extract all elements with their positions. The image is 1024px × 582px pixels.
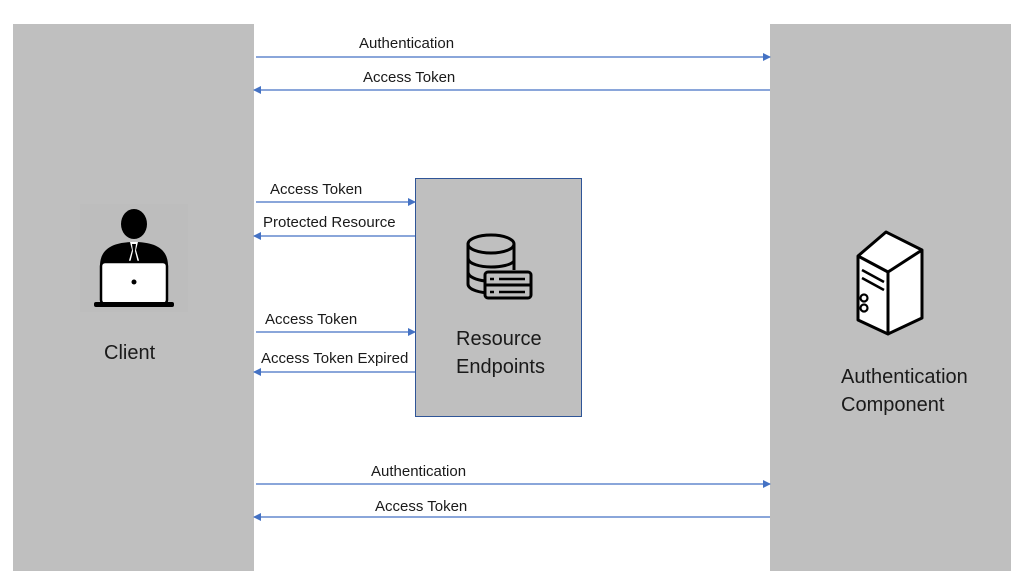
server-tower-icon [856,230,924,336]
arrow-label-bottom-response: Access Token [375,498,468,515]
resource-endpoints-label-line2: Endpoints [456,356,545,378]
arrow-label-resource-request-1: Access Token [270,181,363,198]
resource-endpoints-label: Resource Endpoints [456,325,545,381]
arrow-label-resource-response-1: Protected Resource [263,214,396,231]
resource-endpoints-box [415,178,582,417]
authentication-component-label-line2: Component [841,394,945,416]
arrow-label-bottom-request: Authentication [371,463,467,480]
arrow-label-top-response: Access Token [363,69,456,86]
arrow-label-resource-response-2: Access Token Expired [261,350,409,367]
resource-endpoints-label-line1: Resource [456,328,542,350]
arrow-label-resource-request-2: Access Token [265,311,358,328]
client-label: Client [104,342,156,364]
database-server-icon [466,233,533,300]
user-laptop-icon [80,204,188,312]
arrow-label-top-request: Authentication [359,35,455,52]
authentication-component-label-line1: Authentication [841,366,968,388]
authentication-component-label: Authentication Component [841,363,968,419]
